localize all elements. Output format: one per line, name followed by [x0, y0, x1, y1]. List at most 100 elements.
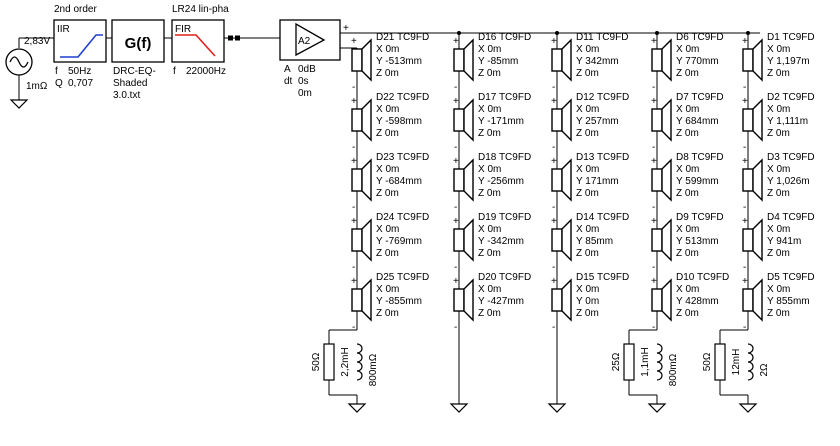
polarity-minus: - — [743, 82, 746, 93]
driver-y-label: Y 1,197m — [767, 56, 810, 67]
speaker-icon — [551, 98, 572, 142]
driver-z-label: Z 0m — [676, 128, 699, 139]
driver-y-label: Y -513mm — [376, 56, 422, 67]
rl-network-3[interactable]: 50Ω 12mH 2Ω — [702, 329, 770, 396]
driver-name-label: D16 TC9FD — [478, 32, 531, 43]
driver-x-label: X 0m — [478, 164, 501, 175]
speaker-icon — [551, 218, 572, 262]
polarity-minus: - — [454, 202, 457, 213]
polarity-minus: - — [552, 142, 555, 153]
fir-lowpass-block[interactable]: LR24 lin-pha FIR f 22000Hz — [171, 4, 229, 77]
eq-block[interactable]: G(f) DRC-EQ- Shaded 3.0.txt — [111, 19, 165, 101]
rl-network-1[interactable]: 50Ω 2,2mH 800mΩ — [311, 329, 379, 396]
polarity-plus: + — [742, 96, 748, 107]
driver-name-label: D15 TC9FD — [576, 272, 629, 283]
lowpass-response-icon — [175, 34, 216, 57]
driver-z-label: Z 0m — [576, 68, 599, 79]
driver-name-label: D11 TC9FD — [576, 32, 628, 43]
polarity-plus: + — [453, 276, 459, 287]
network-3-resistor: 50Ω — [702, 352, 713, 371]
driver-name-label: D18 TC9FD — [478, 152, 531, 163]
driver-x-label: X 0m — [576, 164, 599, 175]
speaker-icon — [651, 158, 672, 202]
polarity-plus: + — [551, 36, 557, 47]
driver-name-label: D19 TC9FD — [478, 212, 531, 223]
driver-x-label: X 0m — [376, 164, 399, 175]
polarity-plus: + — [351, 36, 357, 47]
polarity-plus: + — [453, 156, 459, 167]
driver-x-label: X 0m — [767, 104, 790, 115]
driver-x-label: X 0m — [376, 104, 399, 115]
polarity-minus: - — [743, 322, 746, 333]
polarity-minus: - — [652, 82, 655, 93]
polarity-plus: + — [453, 96, 459, 107]
amplifier-a2[interactable]: A2 + - A 0dB dt 0s 0m — [279, 19, 349, 99]
driver-y-label: Y 342mm — [576, 56, 619, 67]
polarity-minus: - — [454, 142, 457, 153]
polarity-minus: - — [652, 262, 655, 273]
iir-highpass-block[interactable]: 2nd order IIR f 50Hz Q 0,707 — [53, 4, 107, 89]
speaker-icon — [742, 218, 763, 262]
driver-name-label: D3 TC9FD — [767, 152, 815, 163]
driver-z-label: Z 0m — [767, 68, 790, 79]
inductor-icon — [747, 343, 754, 381]
driver-z-label: Z 0m — [478, 128, 501, 139]
driver-name-label: D20 TC9FD — [478, 272, 531, 283]
speaker-icon — [651, 218, 672, 262]
polarity-plus: + — [351, 156, 357, 167]
speaker-icon — [651, 98, 672, 142]
highpass-f-value: 50Hz — [68, 66, 91, 77]
signal-source[interactable]: 2,83V 1mΩ — [5, 36, 54, 109]
driver-z-label: Z 0m — [676, 308, 699, 319]
driver-z-label: Z 0m — [376, 128, 399, 139]
ground-icon — [347, 403, 367, 413]
polarity-plus: + — [551, 96, 557, 107]
driver-z-label: Z 0m — [576, 188, 599, 199]
amplifier-gain-label: A — [284, 64, 291, 75]
driver-z-label: Z 0m — [676, 188, 699, 199]
polarity-plus: + — [651, 96, 657, 107]
speaker-icon — [453, 158, 474, 202]
driver-z-label: Z 0m — [376, 248, 399, 259]
eq-name-line-3: 3.0.txt — [113, 90, 140, 101]
speaker-icon — [351, 98, 372, 142]
driver-y-label: Y 1,111m — [767, 116, 808, 127]
highpass-f-label: f — [55, 66, 58, 77]
driver-z-label: Z 0m — [376, 188, 399, 199]
ground-icon — [738, 403, 758, 413]
polarity-plus: + — [742, 36, 748, 47]
polarity-plus: + — [453, 216, 459, 227]
polarity-minus: - — [454, 262, 457, 273]
rl-network-2[interactable]: 25Ω 1,1mH 800mΩ — [611, 329, 679, 396]
eq-symbol: G(f) — [125, 35, 152, 52]
driver-y-label: Y -427mm — [478, 296, 524, 307]
driver-y-label: Y 684mm — [676, 116, 719, 127]
driver-z-label: Z 0m — [576, 308, 599, 319]
